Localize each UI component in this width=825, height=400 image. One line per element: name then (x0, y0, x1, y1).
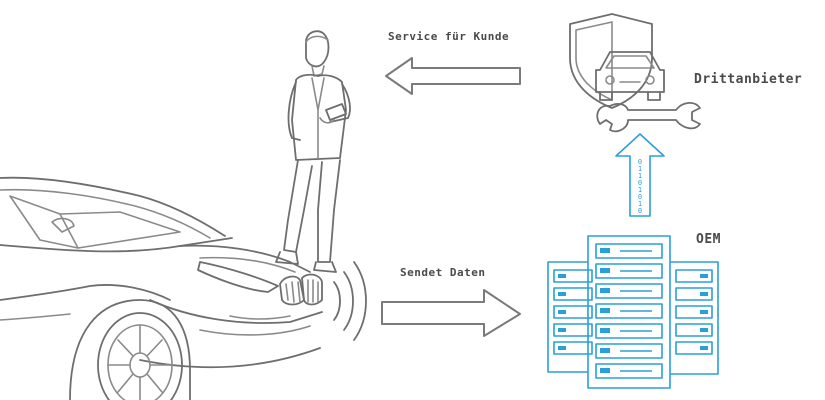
sends-data-label: Sendet Daten (400, 266, 486, 279)
service-arrow (385, 57, 521, 95)
binary-digit: 0 (638, 193, 642, 201)
shield-car-icon (569, 13, 665, 109)
oem-label: OEM (696, 232, 721, 247)
binary-digit: 1 (638, 186, 642, 194)
binary-digit: 0 (638, 207, 642, 215)
binary-digit: 1 (638, 200, 642, 208)
server-units-left (553, 269, 593, 355)
wireless-signal-icon (333, 261, 367, 341)
server-rack-icon (547, 235, 719, 389)
sends-data-arrow (381, 289, 521, 337)
binary-digit: 1 (638, 165, 642, 173)
data-upload-arrow (615, 133, 665, 217)
third-party-label: Drittanbieter (694, 72, 803, 87)
server-units-right (675, 269, 713, 355)
car-front-sketch (0, 176, 323, 400)
binary-digit: 0 (638, 158, 642, 166)
binary-digit: 1 (638, 172, 642, 180)
wrench-icon (596, 102, 701, 133)
person-with-phone-sketch (275, 30, 351, 273)
server-units-center (595, 243, 663, 379)
binary-digit: 0 (638, 179, 642, 187)
service-label: Service für Kunde (388, 30, 510, 43)
